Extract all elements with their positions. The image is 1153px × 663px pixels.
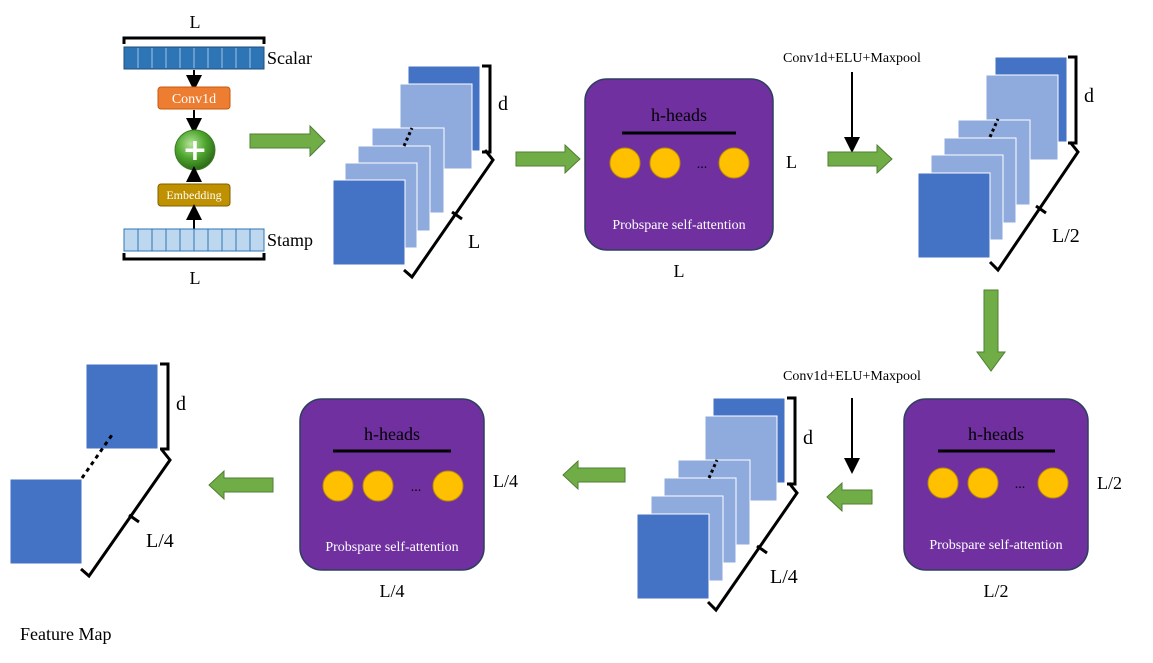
head-circle (322, 470, 354, 502)
embedding-block: L Scalar Conv1d + Embedding (122, 12, 313, 288)
scalar-length-bracket (122, 36, 266, 44)
embedding-label: Embedding (166, 188, 221, 202)
depth-bracket (1068, 55, 1078, 145)
stack-depth-label: d (803, 427, 813, 449)
attention-side-label: L (786, 152, 797, 172)
attention-subtitle: Probspare self-attention (929, 538, 1062, 553)
stack-length-label: L/4 (146, 530, 174, 552)
distilling-label-1: Conv1d+ELU+Maxpool (783, 51, 921, 66)
stack-length-label: L (468, 231, 480, 253)
scalar-input-bar (123, 46, 265, 70)
head-circle (609, 147, 641, 179)
heads-ellipsis: ... (411, 480, 422, 495)
stack-depth-label: d (1084, 85, 1094, 107)
feature-stack-3: d L/4 (636, 396, 813, 613)
stamp-length-bracket (122, 253, 266, 261)
length-bracket (403, 149, 495, 280)
head-circle (432, 470, 464, 502)
feature-stack-1: d L (332, 64, 508, 280)
head-circle (718, 147, 750, 179)
attention-side-label: L/4 (493, 471, 518, 491)
head-circle (649, 147, 681, 179)
length-bracket (80, 449, 172, 579)
flow-arrow-right (515, 143, 581, 175)
head-circle (362, 470, 394, 502)
scalar-length-label: L (190, 12, 201, 32)
heads-title: h-heads (968, 424, 1024, 444)
feature-map-stack: d L/4 (9, 362, 186, 579)
stamp-label: Stamp (267, 230, 313, 250)
conv1d-label: Conv1d (172, 92, 216, 107)
plus-symbol: + (182, 133, 207, 168)
heads-title: h-heads (651, 105, 707, 125)
length-bracket (706, 482, 799, 613)
attention-side-label: L/2 (1097, 473, 1122, 493)
stack-length-label: L/2 (1052, 225, 1080, 247)
feature-map-label: Feature Map (20, 624, 111, 644)
stack-depth-label: d (176, 393, 186, 415)
stack-depth-label: d (498, 93, 508, 115)
flow-arrow-down (976, 289, 1006, 372)
attention-bottom-label: L/4 (380, 581, 405, 601)
heads-ellipsis: ... (697, 157, 708, 172)
attention-block-2: h-heads ... Probspare self-attention L/2… (903, 398, 1122, 601)
scalar-label: Scalar (267, 48, 312, 68)
head-circle (1037, 467, 1069, 499)
depth-bracket (787, 396, 797, 486)
flow-arrow-right (249, 124, 326, 158)
feature-stack-2: d L/2 (917, 55, 1094, 273)
attention-bottom-label: L/2 (984, 581, 1009, 601)
flow-arrow-right (827, 143, 893, 175)
conv1d-box (157, 86, 231, 110)
attention-bottom-label: L (674, 261, 685, 281)
attention-block-3: h-heads ... Probspare self-attention L/4… (299, 398, 518, 601)
flow-arrow-left (562, 459, 626, 491)
stamp-input-bar (123, 228, 265, 252)
stamp-length-label: L (190, 268, 201, 288)
depth-bracket (482, 64, 492, 154)
attention-subtitle: Probspare self-attention (612, 218, 745, 233)
heads-ellipsis: ... (1015, 477, 1026, 492)
head-circle (927, 467, 959, 499)
depth-bracket (160, 362, 170, 451)
heads-title: h-heads (364, 424, 420, 444)
stack-ellipsis (80, 431, 116, 479)
distilling-label-2: Conv1d+ELU+Maxpool (783, 369, 921, 384)
attention-block-1: h-heads ... Probspare self-attention L L (584, 78, 797, 281)
length-bracket (988, 141, 1080, 273)
flow-arrow-left (208, 469, 274, 501)
attention-subtitle: Probspare self-attention (325, 540, 458, 555)
head-circle (967, 467, 999, 499)
flow-arrow-left (826, 481, 873, 513)
stack-length-label: L/4 (770, 566, 798, 588)
